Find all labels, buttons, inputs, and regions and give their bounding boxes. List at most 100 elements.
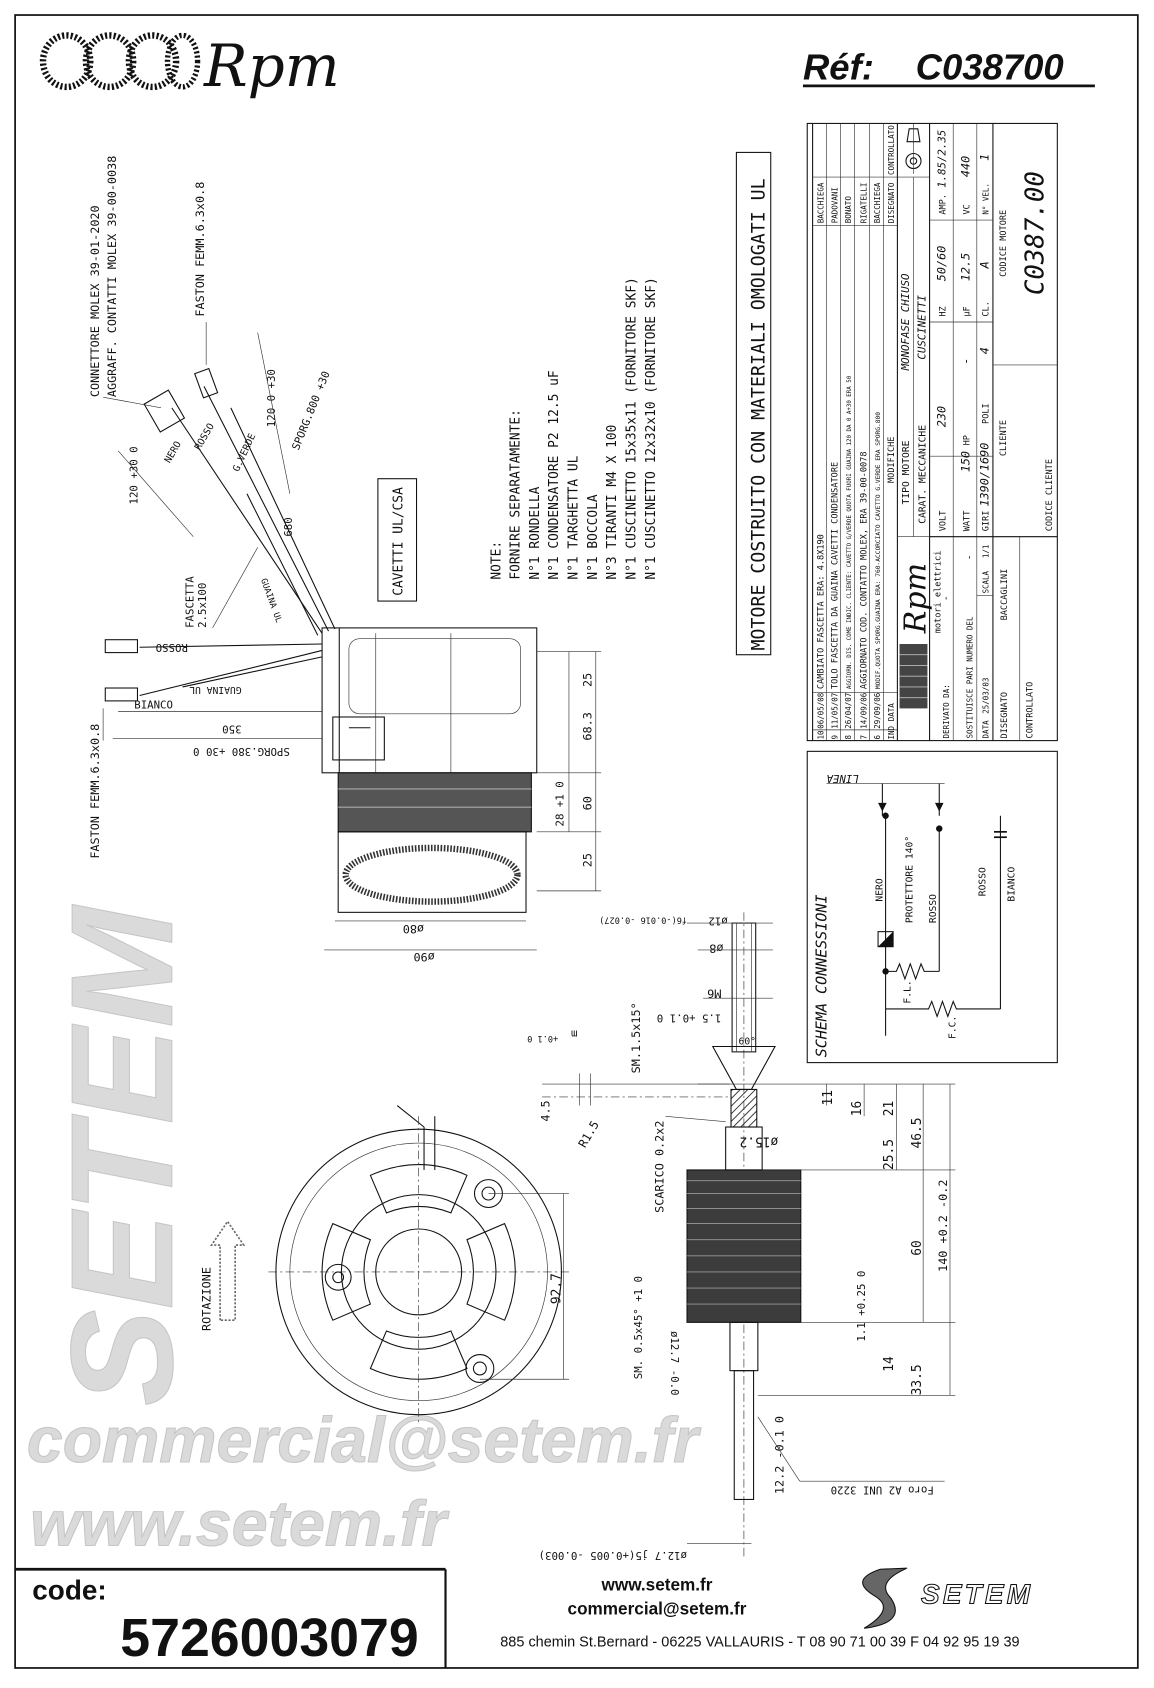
dim-phi12-7a: ø12.7 -0.0 xyxy=(668,1331,681,1396)
rev-date: 11/05/07 xyxy=(830,693,839,729)
dim-phi12: ø12 xyxy=(708,915,727,928)
watermark-email: commercial@setem.fr xyxy=(27,1404,701,1476)
rev-date: 14/09/06 xyxy=(859,692,868,729)
amp-value: 1.85/2.35 xyxy=(936,130,949,188)
projection-symbol-icon xyxy=(905,123,922,174)
carat-value: CUSCINETTI xyxy=(915,294,928,359)
revision-header: IND DATA MODIFICHE DISEGNATO CONTROLLATO xyxy=(887,125,897,740)
controllato-label: CONTROLLATO xyxy=(1026,682,1036,739)
dim-phi90: ø90 xyxy=(413,950,434,964)
disegnato-label: DISEGNATO xyxy=(1000,692,1010,738)
dim-tol-m: +0.1 0 xyxy=(527,1033,558,1043)
website-link[interactable]: www.setem.fr xyxy=(601,1575,713,1595)
cable-spec: CAVETTI UL/CSA xyxy=(392,487,407,596)
vc-label: VC xyxy=(962,204,972,214)
cl-label: CL. xyxy=(982,301,992,317)
derivato-value: - xyxy=(941,595,952,601)
dim-m: m xyxy=(571,1027,577,1040)
rotation-label: ROTAZIONE xyxy=(199,1267,213,1331)
dim-60b: 60 xyxy=(910,1240,925,1256)
revision-row: 8 26/04/07 AGGIORN. DIS. COME INDIC. CLI… xyxy=(844,196,853,740)
cl-value: A xyxy=(978,261,992,269)
footer-address: 885 chemin St.Bernard - 06225 VALLAURIS … xyxy=(500,1635,1019,1651)
dim-sm15: SM.1.5x15° xyxy=(629,1002,643,1073)
revision-row: 7 14/09/06 AGGIORNATO COD. CONTATTO MOLE… xyxy=(859,183,869,740)
dim-350: 350 xyxy=(222,723,241,736)
molex-connector xyxy=(143,389,186,433)
code-label: code: xyxy=(32,1574,106,1605)
tipo-value: MONOFASE CHIUSO xyxy=(899,273,912,371)
dim-92-7: 92.7 xyxy=(549,1273,564,1304)
watt-label: WATT xyxy=(962,511,972,532)
dim-phi12-7b: ø12.7 j5(+0.005 -0.003) xyxy=(539,1549,687,1562)
vel-value: 1 xyxy=(978,154,992,161)
dim-12-2: 12.2 -0.1 0 xyxy=(773,1416,787,1494)
dim-120a: 120 +30 0 xyxy=(127,446,140,504)
hdr-date: DATA xyxy=(887,703,896,722)
reference: Réf: C038700 xyxy=(802,46,1095,87)
note-item: N°1 BOCCOLA xyxy=(586,494,601,580)
dim-60a: 60 xyxy=(580,796,594,810)
notes-title: NOTE: xyxy=(489,541,504,580)
cable-spec-box xyxy=(377,478,418,602)
note-item: N°1 RONDELLA xyxy=(528,486,543,579)
rev-ind: 10 xyxy=(816,730,825,740)
dim-sporg380: SPORG.380 +30 0 xyxy=(193,745,290,758)
footer: code: 5726003079 www.setem.fr commercial… xyxy=(15,1567,1033,1668)
rev-designer: BONATO xyxy=(844,196,853,224)
rev-ind: 8 xyxy=(844,735,853,740)
poli-value: 4 xyxy=(978,347,992,354)
schema-bianco: BIANCO xyxy=(1006,867,1017,902)
dim-11: 11 xyxy=(821,1090,836,1106)
setem-brand-text: SETEM xyxy=(921,1579,1033,1610)
connector-label: CONNETTORE MOLEX 39-01-2020 xyxy=(88,205,102,397)
email-link[interactable]: commercial@setem.fr xyxy=(568,1598,747,1618)
linea-label: LINEA xyxy=(826,772,858,785)
giri-value: 1390/1690 xyxy=(978,443,992,507)
dim-foro: Foro A2 UNI 3220 xyxy=(831,1484,934,1497)
data-label: DATA xyxy=(982,720,991,739)
disegnato-value: BACCAGLINI xyxy=(1000,569,1010,621)
rev-ind: 9 xyxy=(830,735,839,740)
hz-label: HZ xyxy=(939,306,949,316)
dim-phi8: ø8 xyxy=(709,942,723,956)
scala-value: 1/1 xyxy=(982,545,991,559)
uf-value: 12.5 xyxy=(958,253,972,281)
dim-tol12: f6(-0.016 -0.027) xyxy=(599,915,687,925)
dim-scarico: SCARICO 0.2x2 xyxy=(652,1121,666,1213)
rev-ind: 6 xyxy=(873,735,882,740)
dim-140: 140 +0.2 -0.2 xyxy=(936,1180,950,1272)
rev-date: 06/05/08 xyxy=(816,692,825,729)
volt-label: VOLT xyxy=(939,511,949,532)
codice-motore-label: CODICE MOTORE xyxy=(999,210,1009,277)
fascetta-label: FASCETTA xyxy=(183,576,196,628)
watermark-url: www.setem.fr xyxy=(30,1488,449,1560)
dim-14: 14 xyxy=(882,1356,897,1372)
dim-25b: 25 xyxy=(580,853,594,867)
dim-1-5: 1.5 +0.1 0 xyxy=(657,1011,722,1024)
dim-angle60: 60° xyxy=(739,1036,756,1047)
faston-rosso xyxy=(104,639,139,654)
schema-nero: NERO xyxy=(874,878,885,901)
hdr-controllato: CONTROLLATO xyxy=(887,125,896,175)
faston-bianco xyxy=(104,687,139,702)
rev-description: CAMBIATO FASCETTA ERA: 4.8X190 xyxy=(816,534,826,689)
schema-title: SCHEMA CONNESSIONI xyxy=(813,895,831,1058)
ul-notice: MOTORE COSTRUITO CON MATERIALI OMOLOGATI… xyxy=(748,178,769,650)
watermark-brand: SETEM xyxy=(41,904,203,1406)
dim-sm05: SM. 0.5x45° +1 0 xyxy=(632,1276,645,1379)
sheet-border xyxy=(14,14,1139,1669)
dim-phi80: ø80 xyxy=(403,922,424,936)
dim-1-1: 1.1 +0.25 0 xyxy=(855,1271,868,1342)
note-item: N°1 CUSCINETTO 12x32x10 (FORNITORE SKF) xyxy=(644,277,659,579)
guaina-label2: GUAINA UL xyxy=(189,684,242,695)
ref-label: Réf: xyxy=(803,46,874,87)
data-value: 25/03/03 xyxy=(982,678,991,714)
hz-value: 50/60 xyxy=(935,246,949,282)
contacts-label: AGGRAFF. CONTATTI MOLEX 39-00-0038 xyxy=(105,156,119,397)
ul-notice-box xyxy=(735,151,772,656)
dim-46-5: 46.5 xyxy=(910,1117,925,1148)
faston-left-label: FASTON FEMM.6.3x0.8 xyxy=(88,724,102,859)
dim-68-3: 68.3 xyxy=(580,712,594,740)
